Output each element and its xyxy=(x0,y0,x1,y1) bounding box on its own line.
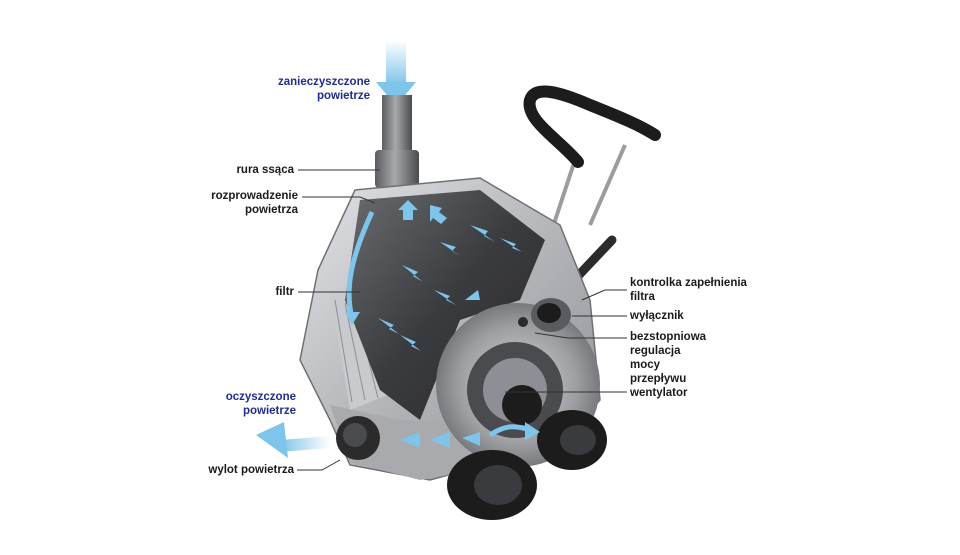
filter-indicator-label: kontrolka zapełnienia filtra xyxy=(630,277,747,303)
filter-indicator-icon xyxy=(518,317,528,327)
fan-label: wentylator xyxy=(630,387,688,399)
clean-air-label: oczyszczone powietrze xyxy=(225,391,296,417)
suction-pipe-icon xyxy=(375,95,419,188)
internal-airflow-arrows-icon xyxy=(345,200,540,448)
filter-label: filtr xyxy=(275,286,294,298)
leader-lines xyxy=(297,169,627,471)
power-switch-icon xyxy=(531,298,571,332)
dirty-air-line-2: powietrze xyxy=(316,90,370,102)
switch-label: wyłącznik xyxy=(630,310,684,322)
air-outlet-icon xyxy=(336,416,380,460)
air-distribution-label: rozprowadzenie powietrza xyxy=(211,190,298,216)
handle-icon xyxy=(523,85,661,300)
dirty-air-arrow-icon xyxy=(376,40,416,106)
air-outlet-label: wylot powietrza xyxy=(208,464,294,476)
dirty-air-label: zanieczyszczone powietrze xyxy=(250,75,370,103)
dirty-air-line-1: zanieczyszczone xyxy=(277,76,370,88)
wheel-icon xyxy=(447,410,607,520)
flow-regulation-label: bezstopniowa regulacja mocy przepływu xyxy=(630,331,707,385)
suction-pipe-label: rura ssąca xyxy=(236,164,294,176)
clean-air-arrow-icon xyxy=(256,422,330,458)
